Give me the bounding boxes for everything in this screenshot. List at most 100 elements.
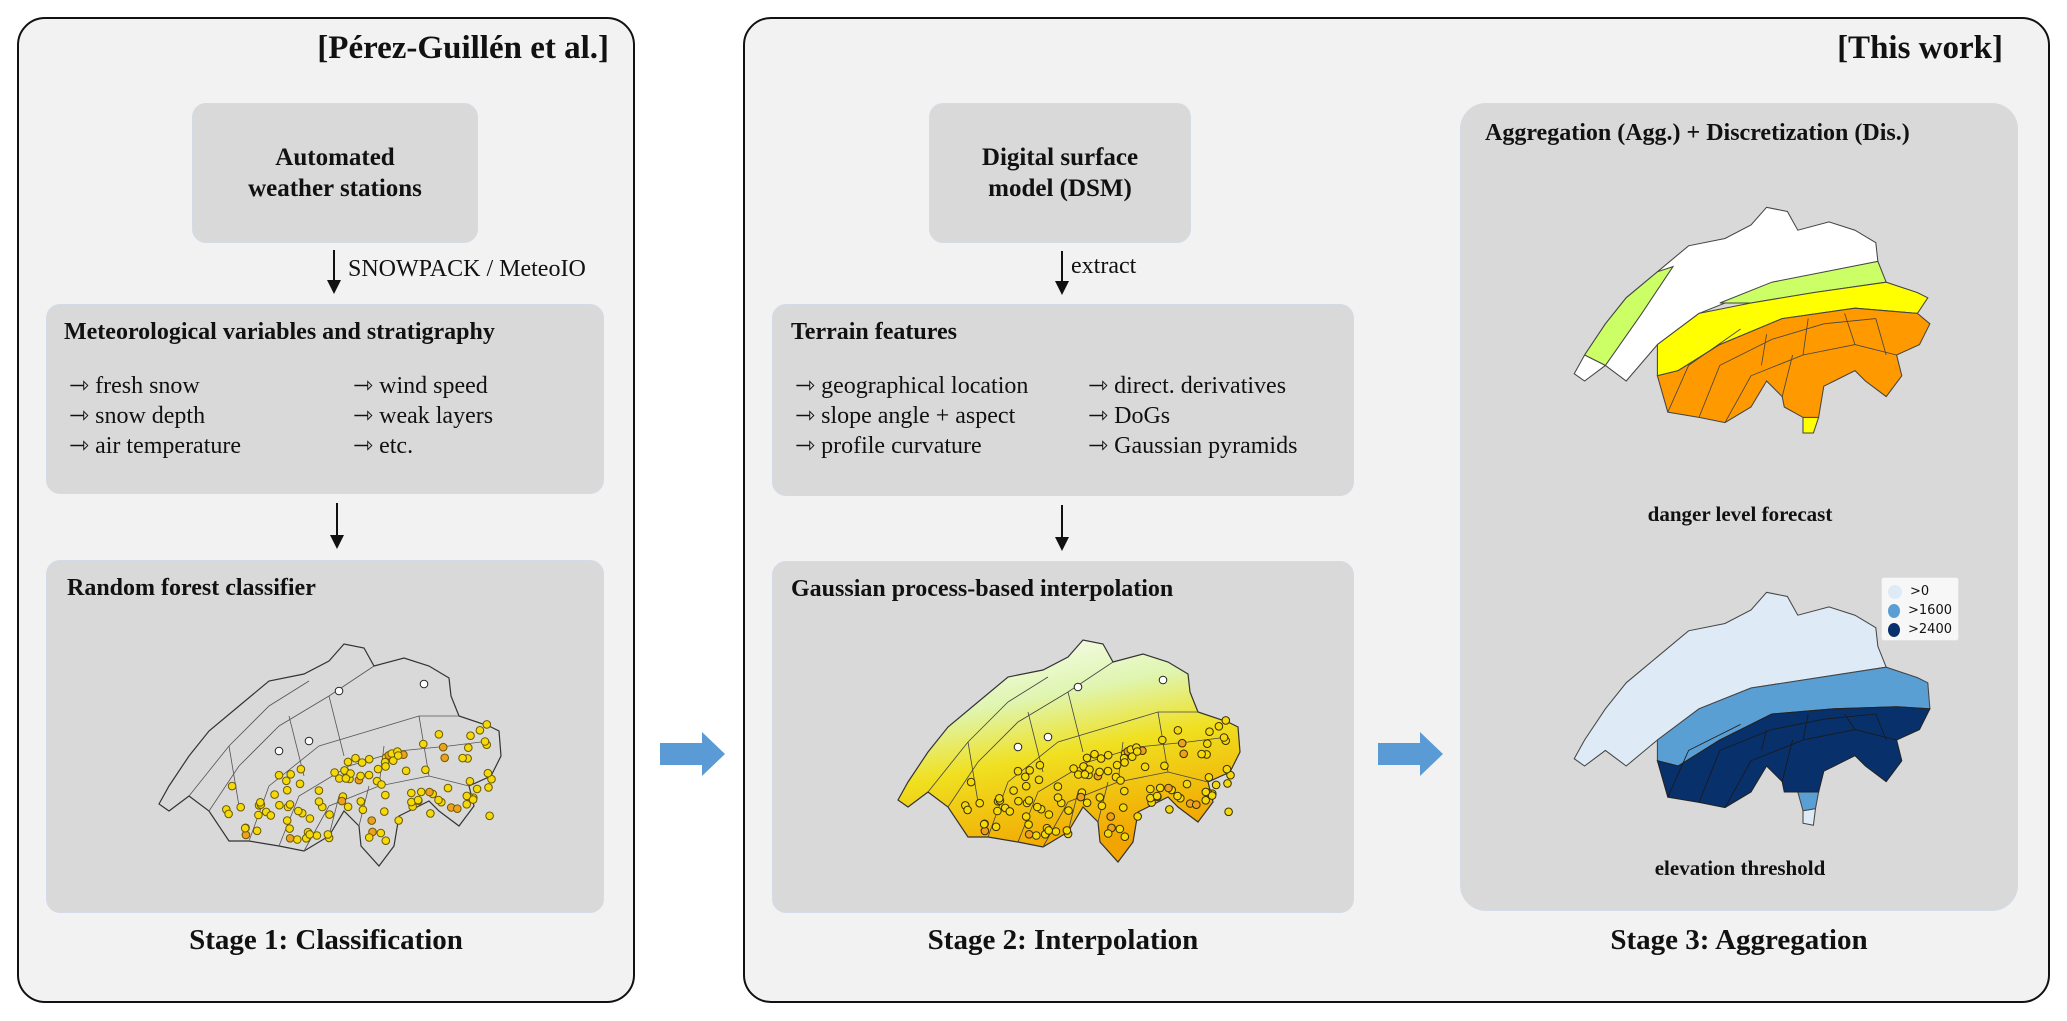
weather-stations-title: Automated weather stations xyxy=(248,144,422,202)
station-marker xyxy=(1173,726,1183,735)
station-marker xyxy=(1179,749,1189,759)
station-marker xyxy=(1203,739,1212,748)
list-item: ⇾ air temperature xyxy=(69,433,242,459)
station-marker xyxy=(294,806,303,816)
station-marker xyxy=(1223,779,1232,788)
list-item: ⇾ geographical location xyxy=(795,373,1029,399)
station-marker xyxy=(1155,783,1165,793)
interpolation-map xyxy=(897,639,1241,863)
weather-stations-box: Automated weather stations xyxy=(192,103,478,243)
station-marker xyxy=(966,777,976,787)
region-boundaries xyxy=(1667,713,1897,808)
station-marker xyxy=(266,811,276,820)
station-marker xyxy=(1035,760,1045,770)
arrow-head-icon xyxy=(327,280,341,294)
station-marker xyxy=(330,768,339,777)
station-marker xyxy=(325,810,334,819)
station-marker xyxy=(1103,750,1113,760)
station-marker xyxy=(407,788,416,798)
station-marker xyxy=(393,751,403,760)
station-marker-unlabeled xyxy=(274,746,284,756)
legend-item: >0 xyxy=(1888,582,1952,601)
station-marker xyxy=(1164,783,1173,793)
list-item: ⇾ slope angle + aspect xyxy=(795,403,1016,429)
station-marker xyxy=(1201,787,1211,797)
station-marker xyxy=(1021,781,1031,791)
arrow-head-icon xyxy=(1055,281,1069,295)
station-marker xyxy=(296,764,306,774)
danger-level-map xyxy=(1573,206,1931,434)
station-marker xyxy=(312,831,322,840)
station-marker xyxy=(466,731,475,740)
station-marker xyxy=(364,833,374,842)
station-marker xyxy=(337,796,347,806)
station-marker xyxy=(1103,766,1113,776)
station-marker xyxy=(1062,826,1072,835)
station-marker xyxy=(227,781,237,791)
station-marker xyxy=(285,800,295,809)
station-marker xyxy=(1207,791,1217,800)
station-marker xyxy=(282,776,291,786)
station-marker xyxy=(1197,749,1206,759)
list-item: ⇾ wind speed xyxy=(353,373,488,399)
station-marker xyxy=(1097,801,1107,811)
station-marker xyxy=(440,753,450,763)
station-marker xyxy=(285,834,295,843)
station-marker xyxy=(341,774,351,783)
list-item: ⇾ profile curvature xyxy=(795,433,982,459)
extract-label: extract xyxy=(1071,253,1137,279)
list-item: ⇾ snow depth xyxy=(69,403,206,429)
legend-label: >2400 xyxy=(1908,622,1952,637)
station-marker xyxy=(256,798,265,807)
station-marker xyxy=(1095,793,1105,802)
station-marker xyxy=(475,726,485,735)
station-marker xyxy=(381,836,391,845)
station-marker xyxy=(356,797,366,806)
station-marker xyxy=(364,770,374,780)
arrow-dsm-to-terrain xyxy=(1061,251,1063,283)
stage-3-label: Stage 3: Aggregation xyxy=(1610,924,1868,956)
legend-item: >2400 xyxy=(1888,620,1952,639)
random-forest-box: Random forest classifier xyxy=(46,560,604,913)
this-work-tag: [This work] xyxy=(1837,30,2003,66)
station-marker xyxy=(314,786,324,795)
legend-label: >0 xyxy=(1910,584,1930,599)
arrow-head-icon xyxy=(1055,537,1069,551)
elevation-threshold-caption: elevation threshold xyxy=(1654,856,1826,880)
station-marker xyxy=(305,830,314,839)
legend-swatch-icon xyxy=(1888,603,1901,618)
station-marker xyxy=(1146,784,1155,794)
random-forest-title: Random forest classifier xyxy=(67,575,316,601)
station-marker xyxy=(1177,738,1187,748)
station-marker xyxy=(421,765,430,775)
station-marker xyxy=(358,805,368,815)
station-marker xyxy=(468,795,478,804)
station-marker xyxy=(483,768,493,778)
station-marker xyxy=(1080,770,1090,779)
station-marker-unlabeled xyxy=(419,679,429,689)
station-marker xyxy=(1033,802,1042,812)
station-marker xyxy=(1024,796,1034,805)
station-marker xyxy=(270,790,279,799)
station-marker xyxy=(979,819,989,829)
list-item: ⇾ etc. xyxy=(353,433,414,459)
station-marker xyxy=(1021,772,1030,782)
station-marker xyxy=(1034,775,1044,785)
station-marker xyxy=(462,791,472,801)
station-marker xyxy=(1013,766,1023,776)
gaussian-process-box: Gaussian process-based interpolation xyxy=(772,561,1354,913)
station-marker xyxy=(293,835,302,844)
snowpack-label: SNOWPACK / MeteoIO xyxy=(348,256,586,282)
station-marker xyxy=(1106,812,1115,821)
prior-work-tag: [Pérez-Guillén et al.] xyxy=(317,30,609,66)
list-item: ⇾ direct. derivatives xyxy=(1088,373,1287,399)
station-marker xyxy=(282,816,292,825)
station-marker xyxy=(416,787,426,797)
station-marker xyxy=(1160,761,1169,771)
region-elevation-2400 xyxy=(1656,706,1931,809)
station-marker xyxy=(1095,767,1104,777)
station-marker xyxy=(380,790,390,800)
station-marker xyxy=(1120,758,1129,767)
station-marker xyxy=(426,809,435,818)
arrow-variables-to-classifier xyxy=(336,503,338,537)
